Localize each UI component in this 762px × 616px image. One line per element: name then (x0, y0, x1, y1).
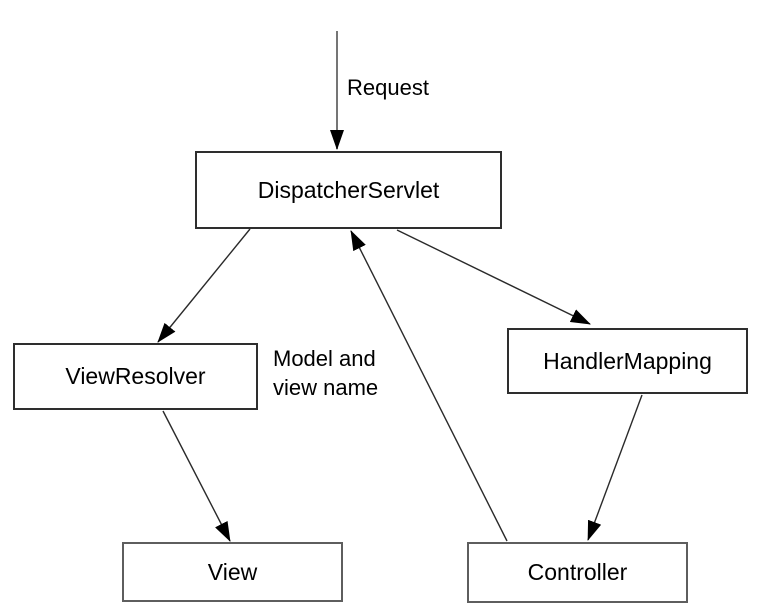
node-controller: Controller (467, 542, 688, 603)
handlermapping-to-controller-arrow (587, 394, 643, 541)
node-view-label: View (207, 558, 258, 585)
node-handler-mapping: HandlerMapping (507, 328, 748, 394)
node-view: View (122, 542, 343, 602)
node-dispatcher-servlet-label: DispatcherServlet (257, 176, 440, 203)
viewresolver-to-view-arrow (162, 410, 231, 542)
node-view-resolver: ViewResolver (13, 343, 258, 410)
dispatcher-to-handlermapping-arrow (396, 229, 591, 325)
node-dispatcher-servlet: DispatcherServlet (195, 151, 502, 229)
node-controller-label: Controller (527, 559, 628, 585)
model-and-view-name-label: Model and view name (273, 346, 379, 400)
request-edge-label: Request (347, 75, 429, 100)
dispatcher-to-viewresolver-arrow (157, 228, 251, 343)
node-handler-mapping-label: HandlerMapping (543, 347, 712, 374)
node-view-resolver-label: ViewResolver (65, 363, 206, 389)
